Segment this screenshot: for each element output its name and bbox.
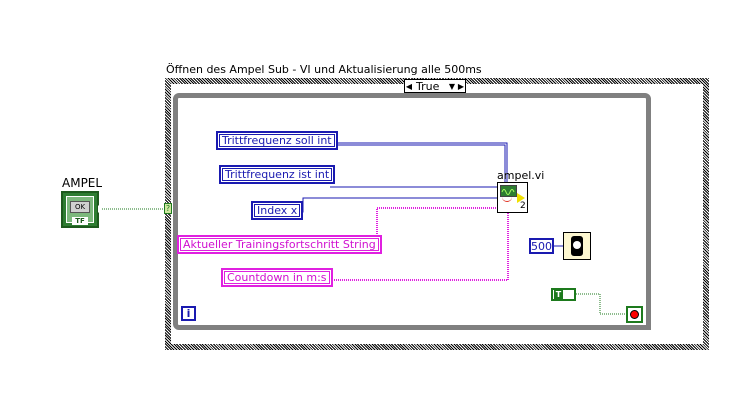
stop-icon — [630, 310, 639, 319]
ampel-boolean-control[interactable]: OK TF — [61, 191, 102, 228]
stop-terminal[interactable] — [626, 306, 643, 323]
ampel-label: AMPEL — [62, 176, 103, 190]
terminal-countdown[interactable]: Countdown in m:s — [221, 268, 333, 287]
case-selector-value: True — [416, 79, 440, 93]
numeric-wire-soll — [332, 142, 508, 182]
previous-case-arrow-icon[interactable]: ◀ — [405, 81, 413, 91]
output-arrow-icon — [517, 193, 525, 203]
terminal-label: Aktueller Trainingsfortschritt String — [183, 238, 376, 251]
boolean-wire-stop — [576, 293, 626, 315]
output-arrow-icon — [98, 205, 102, 213]
terminal-label: Countdown in m:s — [227, 271, 327, 284]
terminal-trainingsfortschritt[interactable]: Aktueller Trainingsfortschritt String — [177, 235, 382, 254]
iteration-terminal[interactable]: i — [181, 306, 196, 321]
wait-ms-function[interactable] — [563, 232, 591, 260]
type-badge: TF — [72, 217, 88, 225]
string-wire-fortschritt — [373, 207, 497, 247]
terminal-index-x[interactable]: Index x — [251, 201, 304, 220]
true-constant-value: T — [554, 290, 563, 299]
case-selector[interactable]: ◀ True ▼ ▶ — [404, 79, 466, 93]
terminal-label: Trittfrequenz ist int — [225, 168, 330, 181]
case-structure-label: Öffnen des Ampel Sub - VI und Aktualisie… — [166, 63, 482, 76]
loop-glyph-icon — [502, 197, 512, 202]
watch-icon — [571, 236, 583, 256]
terminal-trittfrequenz-soll[interactable]: Trittfrequenz soll int — [216, 131, 338, 150]
numeric-wire-index — [296, 197, 497, 213]
waveform-icon — [500, 185, 517, 197]
string-wire-countdown — [330, 213, 509, 281]
ok-button-icon: OK — [70, 201, 90, 213]
next-case-arrow-icon[interactable]: ▶ — [457, 81, 465, 91]
terminal-label: Index x — [257, 204, 298, 217]
true-constant[interactable]: T — [551, 288, 576, 301]
terminal-label: Trittfrequenz soll int — [222, 134, 332, 147]
ampel-subvi[interactable]: 2 — [497, 182, 528, 213]
subvi-badge: 2 — [520, 201, 526, 211]
subvi-label: ampel.vi — [497, 169, 545, 182]
terminal-trittfrequenz-ist[interactable]: Trittfrequenz ist int — [219, 165, 336, 184]
wait-constant[interactable]: 500 — [529, 238, 554, 254]
case-tunnel[interactable]: ? — [164, 203, 172, 214]
while-loop[interactable] — [173, 93, 651, 330]
dropdown-icon[interactable]: ▼ — [448, 81, 455, 91]
